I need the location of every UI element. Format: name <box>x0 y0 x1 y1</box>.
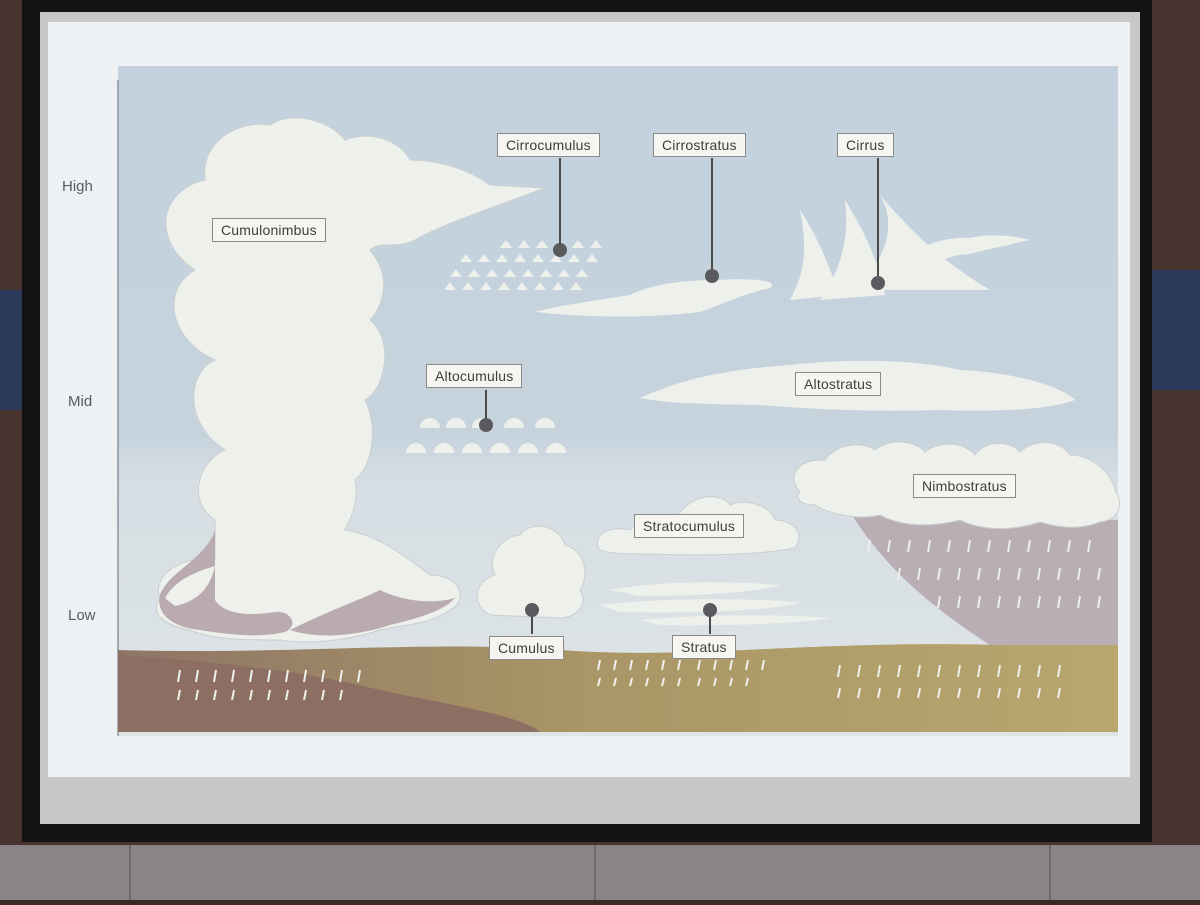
cumulonimbus-cloud <box>155 117 546 643</box>
stratus-cloud <box>600 582 830 626</box>
label-stratus: Stratus <box>672 635 736 659</box>
wall-base <box>0 845 1200 900</box>
label-cumulus: Cumulus <box>489 636 564 660</box>
label-altostratus: Altostratus <box>795 372 882 396</box>
cumulus-cloud <box>476 525 586 619</box>
label-stratocumulus: Stratocumulus <box>634 514 745 538</box>
rain-streaks-stratus <box>597 659 765 687</box>
cirrus-cloud <box>790 195 1030 300</box>
cirrostratus-marker <box>705 269 719 283</box>
altitude-label-high: High <box>62 178 93 195</box>
label-cumulonimbus: Cumulonimbus <box>212 218 326 242</box>
cirrocumulus-cloud <box>444 240 602 290</box>
rain-streaks-nimbostratus <box>837 539 1101 699</box>
cirrocumulus-marker <box>553 243 567 257</box>
rain-streaks-left <box>177 669 361 701</box>
cirrus-marker <box>871 276 885 290</box>
stratus-marker <box>703 603 717 617</box>
label-altocumulus: Altocumulus <box>426 364 523 388</box>
label-nimbostratus: Nimbostratus <box>913 474 1016 498</box>
altitude-label-low: Low <box>68 607 96 624</box>
cumulus-marker <box>525 603 539 617</box>
altocumulus-cloud <box>406 418 566 453</box>
label-cirrus: Cirrus <box>837 133 894 157</box>
altitude-label-mid: Mid <box>68 393 93 410</box>
label-cirrocumulus: Cirrocumulus <box>497 133 600 157</box>
label-cirrostratus: Cirrostratus <box>653 133 746 157</box>
cirrostratus-cloud <box>535 279 772 317</box>
altocumulus-marker <box>479 418 493 432</box>
ground-hill <box>118 655 540 732</box>
